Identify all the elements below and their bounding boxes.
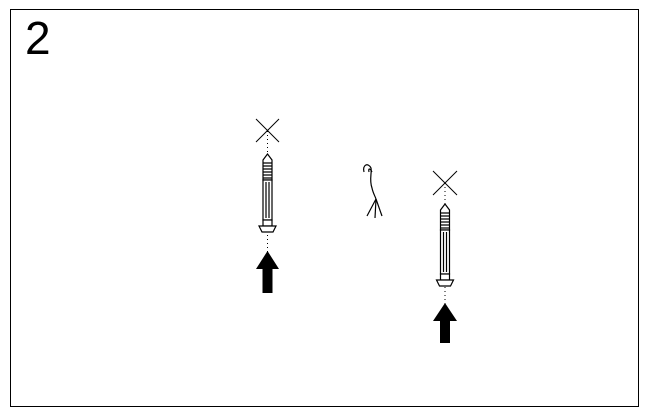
- step-number: 2: [25, 12, 51, 64]
- push-arrow-icon: [256, 251, 279, 293]
- instruction-panel: 2: [10, 9, 639, 407]
- left-anchor-group: [255, 118, 280, 293]
- wire-bundle-icon: [363, 164, 383, 219]
- wall-plug-icon: [435, 203, 455, 287]
- right-anchor-group: [432, 170, 458, 343]
- wall-plug-icon: [258, 153, 277, 233]
- push-arrow-icon: [433, 303, 457, 343]
- assembly-illustration: [255, 118, 458, 343]
- drill-mark-icon: [255, 118, 280, 143]
